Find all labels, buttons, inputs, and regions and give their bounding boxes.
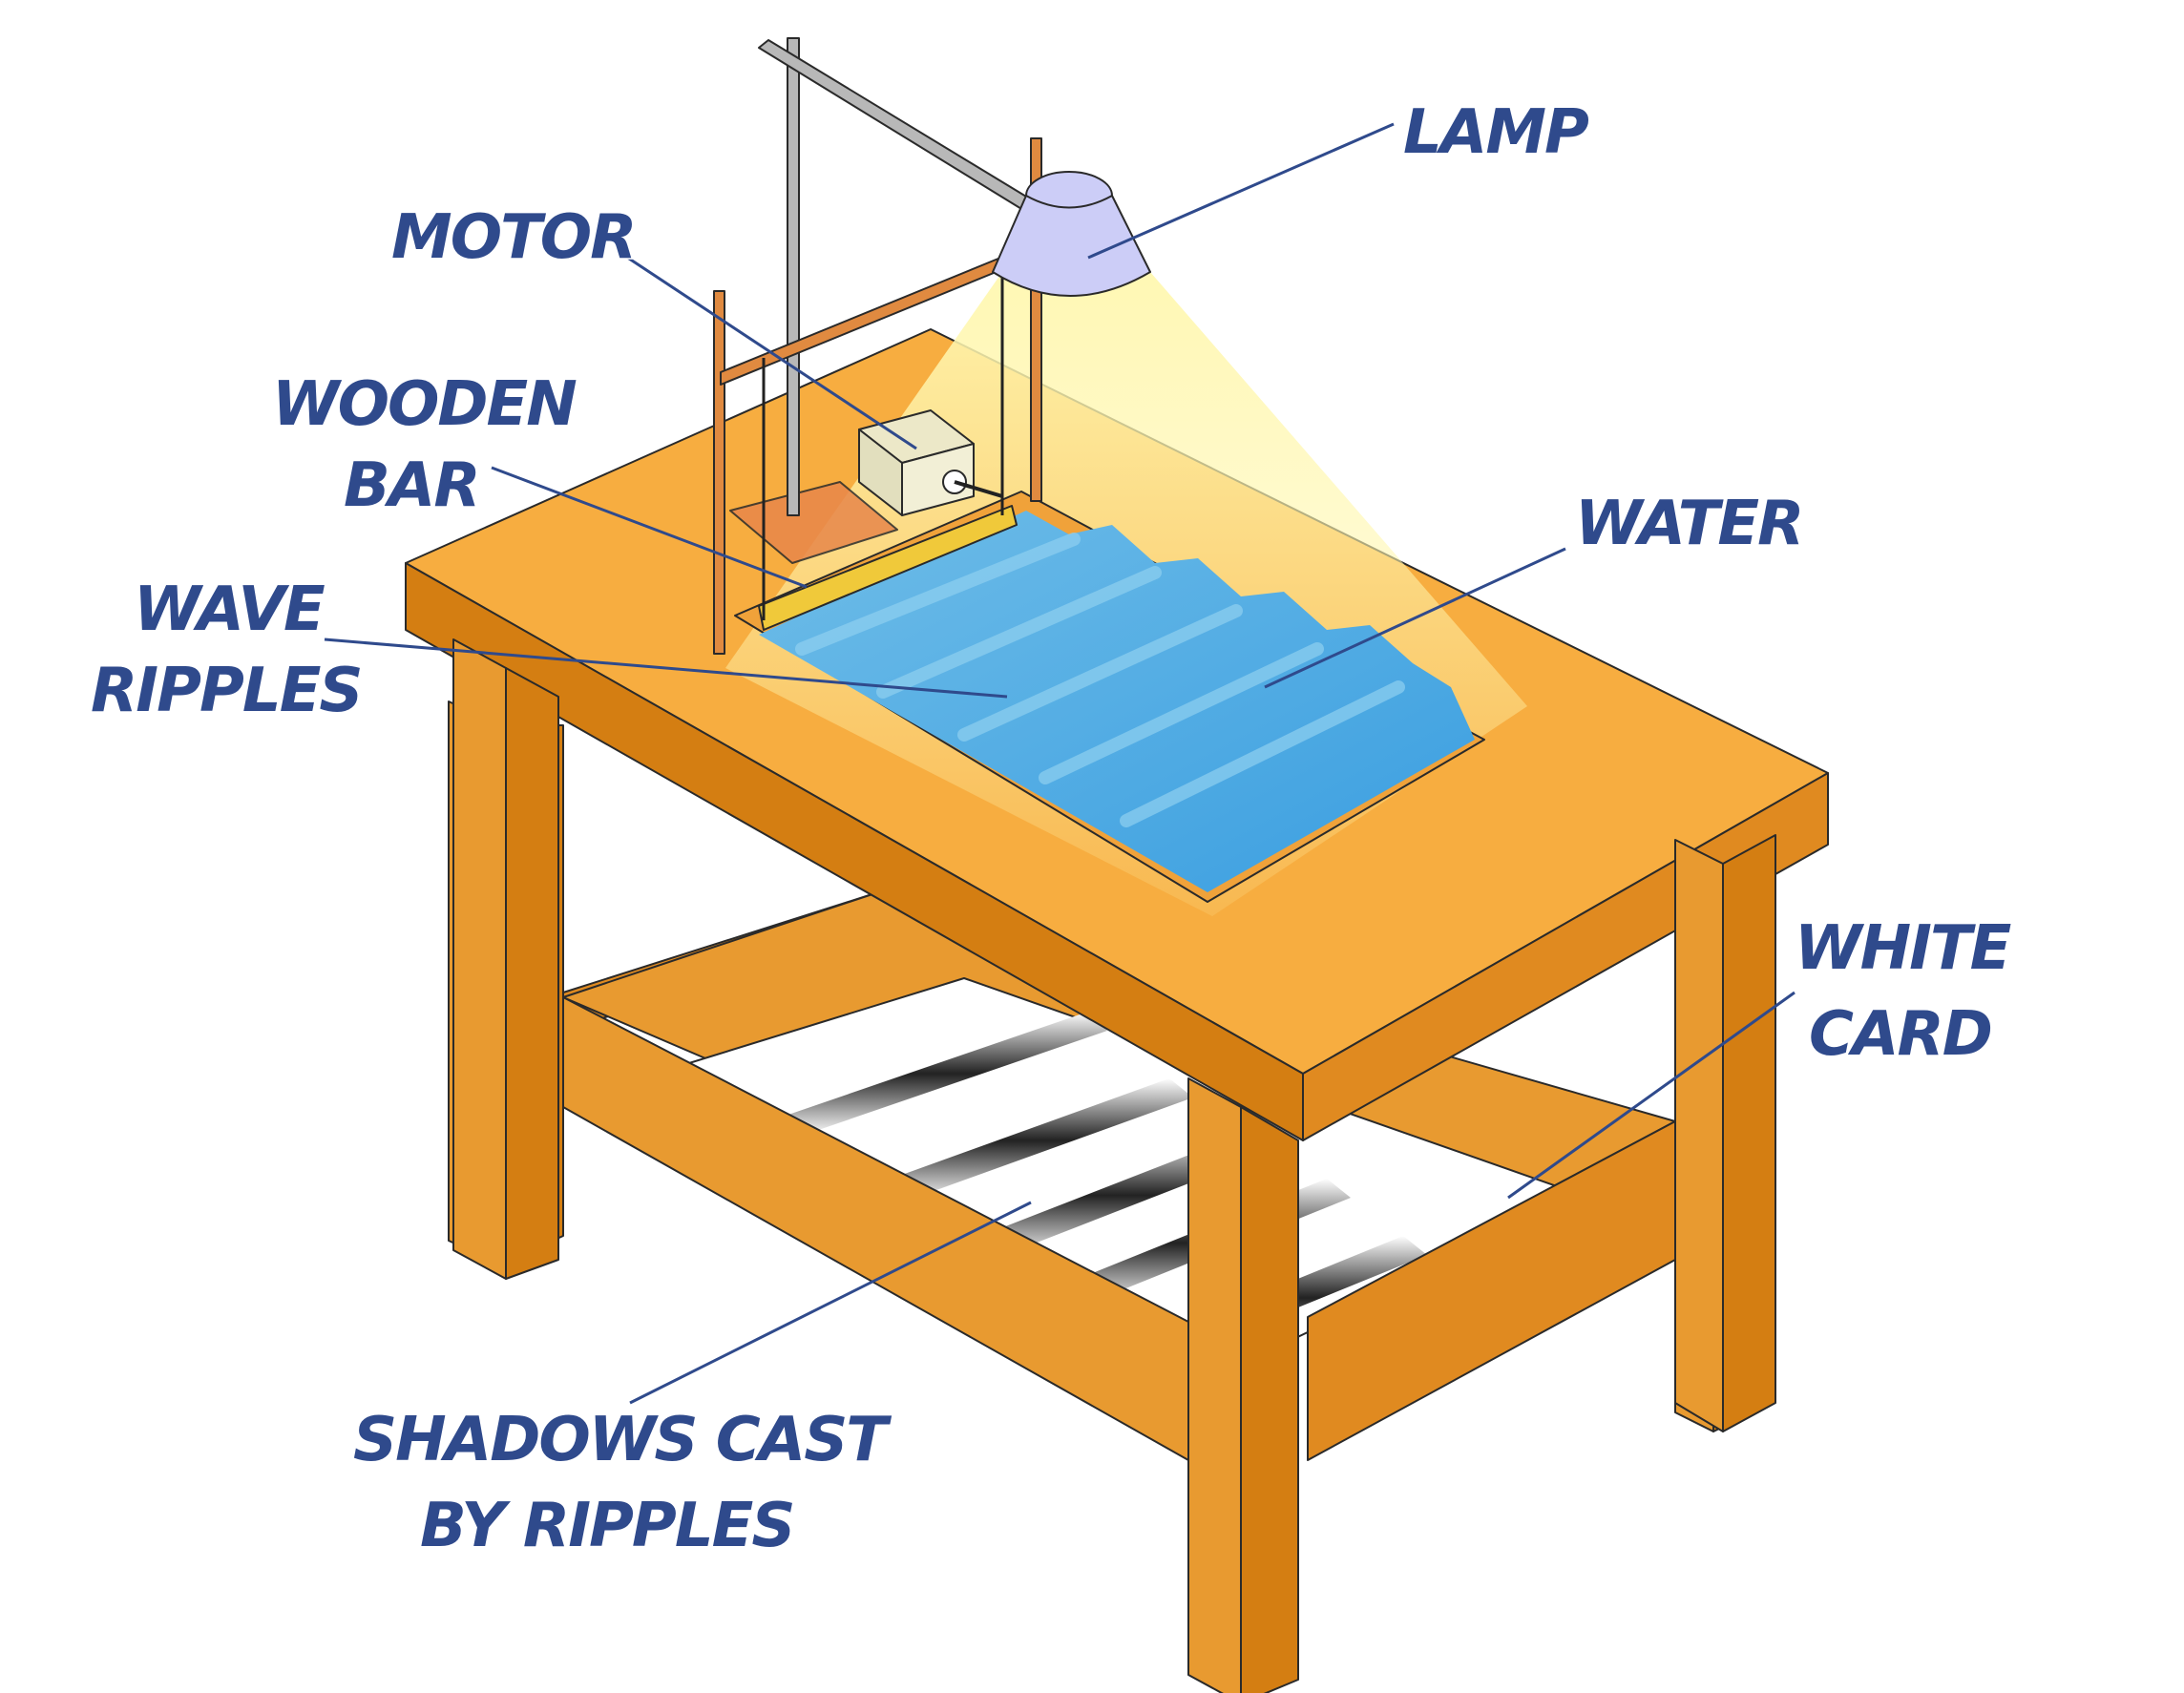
copper-post-left (713, 290, 725, 655)
label-motor: MOTOR (391, 202, 635, 273)
front-right-leg-side (1674, 839, 1724, 1432)
leader-shadows (629, 1201, 1032, 1405)
ripple-line (876, 566, 1162, 699)
stand-base (729, 481, 898, 564)
leader-white-card (1507, 991, 1796, 1200)
lamp (992, 171, 1151, 297)
wave-ripples (795, 533, 1405, 827)
leader-lamp (1087, 122, 1395, 260)
table-front-legs (452, 638, 1776, 1693)
front-right-leg-front (1722, 834, 1776, 1432)
wooden-bar (758, 505, 1018, 631)
shadow-stripe (783, 1012, 1107, 1136)
ripple-tank (734, 491, 1485, 903)
label-wooden-bar-line1: WOODEN (272, 369, 577, 440)
leader-motor (620, 251, 917, 450)
label-shadows-line2: BY RIPPLES (420, 1491, 793, 1561)
motor (858, 409, 1003, 516)
front-left-leg-side (452, 638, 507, 1280)
label-lamp: LAMP (1403, 97, 1589, 168)
label-wooden-bar-line2: BAR (344, 450, 479, 521)
label-white-card-line2: CARD (1809, 999, 1991, 1070)
motor-side (901, 443, 975, 516)
leader-lines (324, 122, 1796, 1405)
leader-wooden-bar (491, 466, 808, 589)
water (759, 511, 1475, 892)
table-lower-structure (448, 700, 1772, 1461)
apparatus-stand (713, 37, 1042, 655)
shadow-stripe (878, 1078, 1193, 1202)
label-water: WATER (1575, 489, 1802, 559)
front-middle-leg-front (1240, 1106, 1299, 1693)
front-middle-leg-side (1187, 1077, 1242, 1693)
front-left-leg-front (505, 667, 559, 1280)
leader-water (1264, 547, 1566, 689)
label-white-card-line1: WHITE (1795, 913, 2011, 984)
ripple-line (795, 533, 1081, 656)
leader-wave-ripples (324, 637, 1008, 699)
label-wave-ripples-line2: RIPPLES (91, 656, 362, 726)
ripple-line (957, 604, 1243, 742)
lamp-shade (992, 195, 1151, 297)
ripple-line (1120, 680, 1405, 827)
ripple-line (1039, 642, 1324, 784)
stand-boom (758, 39, 1041, 216)
labels: LAMP MOTOR WOODEN BAR WATER WAVE RIPPLES… (90, 96, 2015, 1563)
motor-shaft (954, 480, 1003, 498)
copper-post-right (1030, 137, 1042, 502)
label-wave-ripples-line1: WAVE (134, 575, 325, 645)
stand-rod (787, 37, 800, 516)
label-shadows-line1: SHADOWS CAST (353, 1405, 892, 1475)
